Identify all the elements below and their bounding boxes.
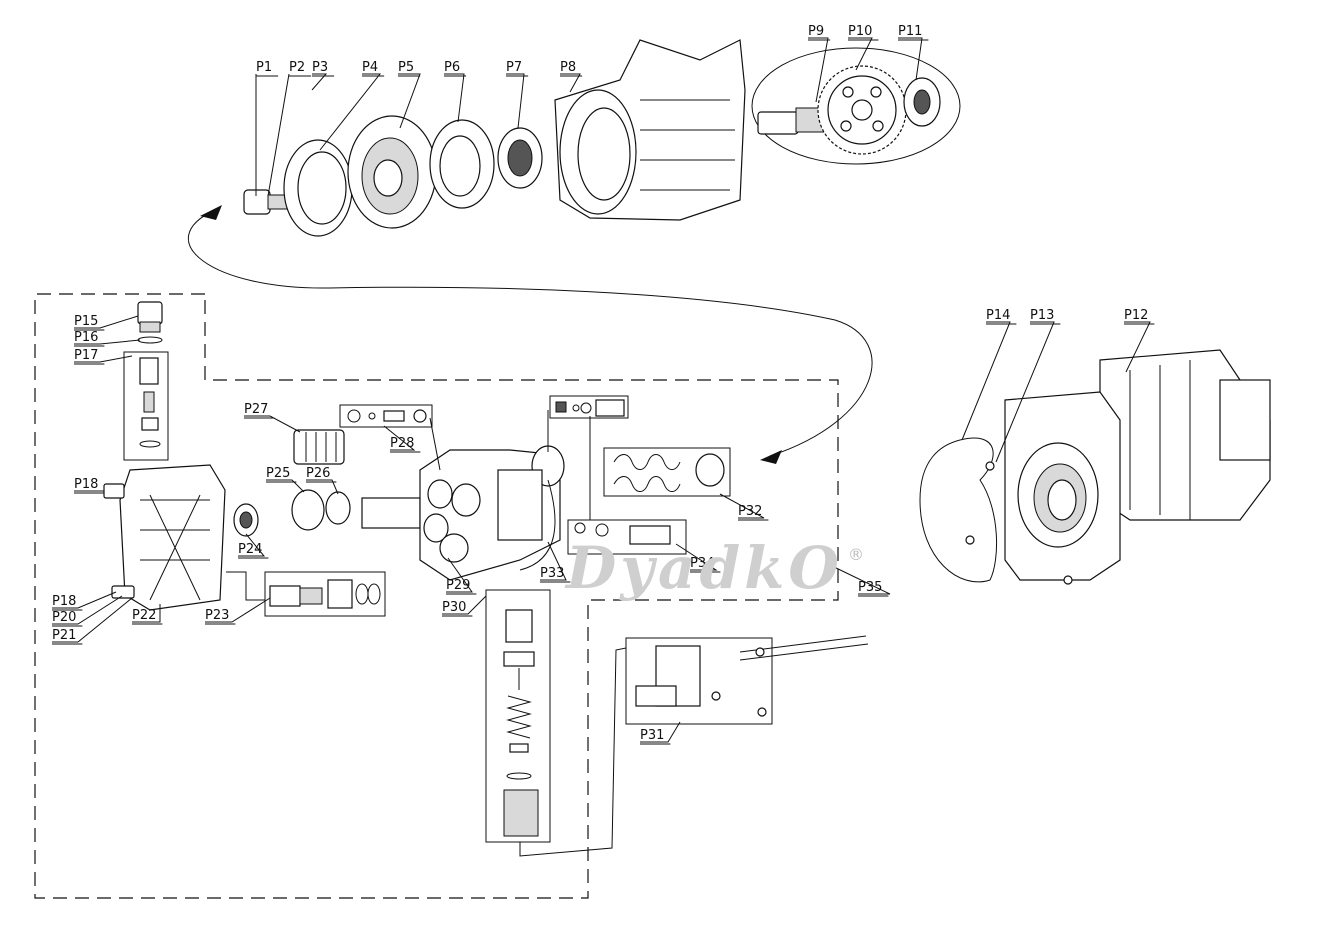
arrow-head-right	[760, 450, 782, 464]
label-p30: P30	[442, 600, 466, 615]
label-p25: P25	[266, 466, 290, 481]
label-p26: P26	[306, 466, 330, 481]
label-p18-top: P18	[74, 477, 98, 492]
label-p4: P4	[362, 60, 378, 75]
label-p33: P33	[540, 566, 564, 581]
label-p1: P1	[256, 60, 272, 75]
pump-internals	[103, 301, 869, 843]
label-p32: P32	[738, 504, 762, 519]
arrow-head-top	[200, 205, 222, 220]
label-p11: P11	[898, 24, 922, 39]
label-p18-bottom: P18	[52, 594, 76, 609]
label-p5: P5	[398, 60, 414, 75]
label-p28: P28	[390, 436, 414, 451]
label-p21: P21	[52, 628, 76, 643]
o-ring-p14	[919, 437, 997, 583]
label-p9: P9	[808, 24, 824, 39]
label-p7: P7	[506, 60, 522, 75]
label-p10: P10	[848, 24, 872, 39]
label-p2: P2	[289, 60, 305, 75]
motor-assembly	[919, 349, 1271, 585]
label-p14: P14	[986, 308, 1010, 323]
part-labels: P1 P2 P3 P4 P5 P6 P7 P8 P9 P10 P11 P12 P…	[52, 24, 1155, 745]
leader-lines	[52, 37, 1151, 857]
connector-arrow-curve	[187, 209, 873, 457]
label-p29: P29	[446, 578, 470, 593]
label-p22: P22	[132, 608, 156, 623]
label-p16: P16	[74, 330, 98, 345]
label-p27: P27	[244, 402, 268, 417]
label-p23: P23	[205, 608, 229, 623]
label-p24: P24	[238, 542, 262, 557]
label-p35: P35	[858, 580, 882, 595]
label-p20: P20	[52, 610, 76, 625]
label-p34: P34	[690, 556, 714, 571]
watermark-registered-mark: ®	[848, 545, 864, 564]
label-p17: P17	[74, 348, 98, 363]
label-p6: P6	[444, 60, 460, 75]
label-p12: P12	[1124, 308, 1148, 323]
label-p3: P3	[312, 60, 328, 75]
pump-assembly-boundary	[34, 293, 839, 899]
label-p13: P13	[1030, 308, 1054, 323]
watermark-text: DyadkO	[564, 534, 843, 602]
label-p15: P15	[74, 314, 98, 329]
label-p8: P8	[560, 60, 576, 75]
top-drive-train	[243, 39, 961, 237]
label-p31: P31	[640, 728, 664, 743]
